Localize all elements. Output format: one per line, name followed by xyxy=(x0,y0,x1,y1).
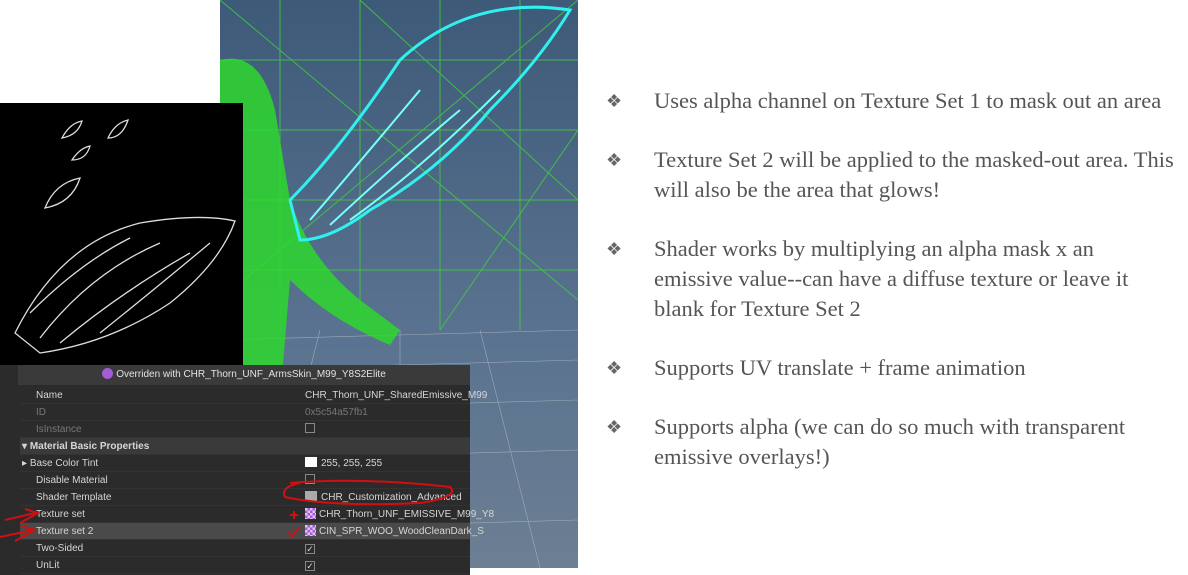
texture-icon xyxy=(305,525,316,536)
property-value[interactable]: CHR_Thorn_UNF_EMISSIVE_M99_Y8 xyxy=(319,509,495,520)
property-row-id: ID 0x5c54a57fb1 xyxy=(20,404,470,421)
diamond-bullet-icon: ❖ xyxy=(606,358,623,378)
section-material-basic-properties[interactable]: ▾ Material Basic Properties xyxy=(20,438,470,455)
bullet-list: ❖ Uses alpha channel on Texture Set 1 to … xyxy=(606,86,1176,501)
property-row-disable-material[interactable]: Disable Material xyxy=(20,472,470,489)
property-label: Name xyxy=(36,390,63,401)
bullet-text: Texture Set 2 will be applied to the mas… xyxy=(654,147,1174,202)
property-row-shader-template[interactable]: Shader Template CHR_Customization_Advance… xyxy=(20,489,470,506)
bullet-item: ❖ Shader works by multiplying an alpha ma… xyxy=(606,234,1176,324)
isinstance-checkbox xyxy=(305,423,315,433)
property-label: IsInstance xyxy=(36,424,82,435)
property-value: 255, 255, 255 xyxy=(321,458,383,469)
material-icon xyxy=(102,368,114,379)
diamond-bullet-icon: ❖ xyxy=(606,417,623,437)
property-row-unlit[interactable]: UnLit ✓ xyxy=(20,557,470,574)
property-label: Shader Template xyxy=(36,492,112,503)
property-row-texture-set-2[interactable]: Texture set 2 CIN_SPR_WOO_WoodCleanDark_S xyxy=(20,523,484,540)
property-label: Two-Sided xyxy=(36,543,84,554)
property-label: Texture set 2 xyxy=(36,526,94,537)
property-label: Disable Material xyxy=(36,475,108,486)
property-value[interactable]: CHR_Customization_Advanced xyxy=(321,492,462,503)
property-row-two-sided[interactable]: Two-Sided ✓ xyxy=(20,540,470,557)
bullet-item: ❖ Texture Set 2 will be applied to the ma… xyxy=(606,145,1176,205)
property-label: ID xyxy=(36,407,46,418)
property-value[interactable]: CHR_Thorn_UNF_SharedEmissive_M99 xyxy=(305,390,488,401)
bullet-item: ❖ Supports alpha (we can do so much with … xyxy=(606,412,1176,472)
panel-title-text: Overriden with CHR_Thorn_UNF_ArmsSkin_M9… xyxy=(116,369,386,380)
bullet-text: Shader works by multiplying an alpha mas… xyxy=(654,236,1129,321)
disable-material-checkbox[interactable] xyxy=(305,474,315,484)
color-swatch[interactable] xyxy=(305,457,317,467)
bullet-text: Supports UV translate + frame animation xyxy=(654,355,1026,380)
bullet-text: Supports alpha (we can do so much with t… xyxy=(654,414,1126,469)
property-label: UnLit xyxy=(36,560,60,571)
property-label: Base Color Tint xyxy=(29,458,99,469)
section-label: Material Basic Properties xyxy=(29,441,150,452)
alpha-mask-texture-preview xyxy=(0,103,243,365)
bullet-item: ❖ Uses alpha channel on Texture Set 1 to … xyxy=(606,86,1176,116)
property-row-name[interactable]: Name CHR_Thorn_UNF_SharedEmissive_M99 xyxy=(20,387,487,404)
wing-outline-image xyxy=(14,119,236,354)
wireframe-scene xyxy=(220,0,578,568)
property-row-isinstance: IsInstance xyxy=(20,421,470,438)
panel-title: Overriden with CHR_Thorn_UNF_ArmsSkin_M9… xyxy=(18,365,470,385)
property-value[interactable]: CIN_SPR_WOO_WoodCleanDark_S xyxy=(319,526,484,537)
texture-icon xyxy=(305,508,316,519)
unlit-checkbox[interactable]: ✓ xyxy=(305,561,315,571)
property-value: 0x5c54a57fb1 xyxy=(305,407,368,418)
property-row-texture-set[interactable]: Texture set CHR_Thorn_UNF_EMISSIVE_M99_Y8 xyxy=(20,506,494,523)
shader-icon xyxy=(305,491,317,501)
diamond-bullet-icon: ❖ xyxy=(606,150,623,170)
diamond-bullet-icon: ❖ xyxy=(606,91,623,111)
two-sided-checkbox[interactable]: ✓ xyxy=(305,544,315,554)
property-label: Texture set xyxy=(36,509,85,520)
bullet-item: ❖ Supports UV translate + frame animation xyxy=(606,353,1176,383)
bullet-text: Uses alpha channel on Texture Set 1 to m… xyxy=(654,88,1162,113)
diamond-bullet-icon: ❖ xyxy=(606,239,623,259)
material-properties-panel: Overriden with CHR_Thorn_UNF_ArmsSkin_M9… xyxy=(0,365,494,575)
